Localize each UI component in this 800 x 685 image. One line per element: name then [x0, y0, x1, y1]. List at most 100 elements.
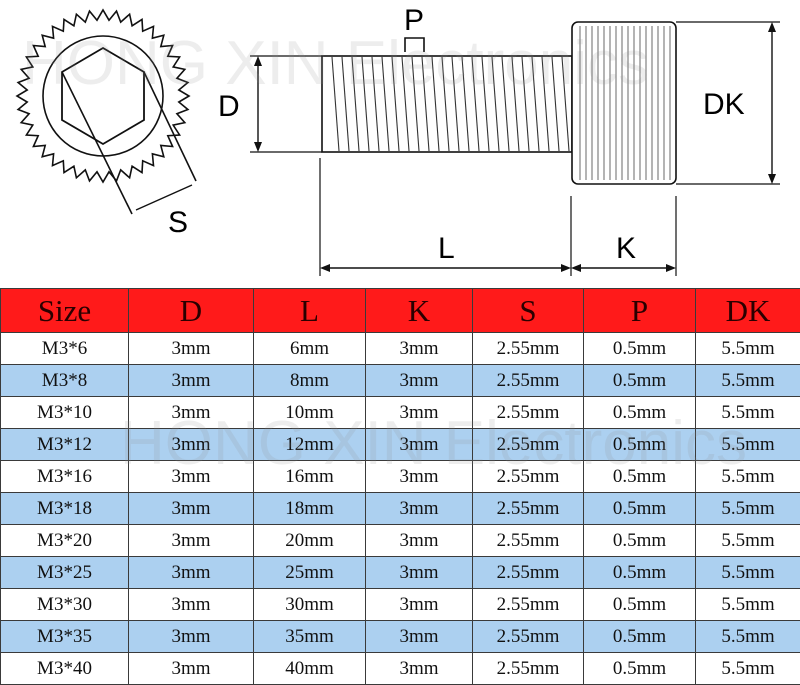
table-cell: M3*18	[1, 493, 129, 525]
table-cell: 0.5mm	[584, 429, 696, 461]
table-cell: M3*10	[1, 397, 129, 429]
table-cell: 3mm	[366, 493, 473, 525]
table-cell: M3*6	[1, 333, 129, 365]
table-cell: 5.5mm	[696, 333, 800, 365]
table-cell: 3mm	[129, 493, 254, 525]
table-cell: 3mm	[129, 429, 254, 461]
table-cell: M3*30	[1, 589, 129, 621]
table-cell: 3mm	[129, 397, 254, 429]
table-cell: 5.5mm	[696, 429, 800, 461]
table-cell: 3mm	[366, 397, 473, 429]
table-cell: M3*20	[1, 525, 129, 557]
table-cell: 3mm	[366, 461, 473, 493]
table-cell: 0.5mm	[584, 461, 696, 493]
table-cell: 3mm	[366, 333, 473, 365]
table-cell: 3mm	[366, 589, 473, 621]
table-cell: 0.5mm	[584, 557, 696, 589]
socket-label: S	[168, 206, 188, 239]
table-cell: 12mm	[254, 429, 366, 461]
table-cell: 5.5mm	[696, 557, 800, 589]
table-cell: 0.5mm	[584, 333, 696, 365]
table-cell: 3mm	[129, 365, 254, 397]
table-cell: 25mm	[254, 557, 366, 589]
table-cell: 30mm	[254, 589, 366, 621]
threaded-shank	[322, 56, 572, 152]
table-cell: 5.5mm	[696, 525, 800, 557]
head-height-label: K	[616, 232, 636, 265]
table-cell: 3mm	[366, 365, 473, 397]
pitch-dimension: P	[404, 4, 424, 52]
table-cell: 5.5mm	[696, 461, 800, 493]
column-header-dk: DK	[696, 289, 800, 333]
table-cell: 5.5mm	[696, 365, 800, 397]
table-cell: 3mm	[129, 653, 254, 685]
table-cell: 2.55mm	[473, 653, 584, 685]
table-cell: 5.5mm	[696, 493, 800, 525]
table-cell: 0.5mm	[584, 589, 696, 621]
column-header-s: S	[473, 289, 584, 333]
table-cell: 3mm	[366, 429, 473, 461]
table-cell: 6mm	[254, 333, 366, 365]
table-cell: 3mm	[366, 525, 473, 557]
table-cell: 2.55mm	[473, 557, 584, 589]
table-cell: 0.5mm	[584, 525, 696, 557]
table-cell: 8mm	[254, 365, 366, 397]
head-diameter-label: DK	[703, 88, 745, 121]
table-cell: 2.55mm	[473, 621, 584, 653]
table-cell: 2.55mm	[473, 397, 584, 429]
table-cell: 2.55mm	[473, 365, 584, 397]
column-header-size: Size	[1, 289, 129, 333]
screw-dimension-diagram: S P D DK L	[0, 0, 800, 288]
head-end-view: S	[17, 10, 196, 239]
table-cell: M3*16	[1, 461, 129, 493]
length-label: L	[438, 232, 455, 265]
table-cell: 2.55mm	[473, 461, 584, 493]
table-cell: M3*8	[1, 365, 129, 397]
table-cell: 20mm	[254, 525, 366, 557]
table-cell: 3mm	[129, 589, 254, 621]
table-cell: M3*12	[1, 429, 129, 461]
column-header-d: D	[129, 289, 254, 333]
table-cell: 0.5mm	[584, 653, 696, 685]
screw-side-view	[322, 22, 676, 184]
table-cell: 2.55mm	[473, 429, 584, 461]
table-cell: 18mm	[254, 493, 366, 525]
table-cell: 40mm	[254, 653, 366, 685]
table-cell: 5.5mm	[696, 653, 800, 685]
table-cell: 10mm	[254, 397, 366, 429]
table-cell: 35mm	[254, 621, 366, 653]
column-header-l: L	[254, 289, 366, 333]
table-cell: 0.5mm	[584, 493, 696, 525]
table-cell: M3*25	[1, 557, 129, 589]
head-diameter-dimension: DK	[676, 22, 780, 184]
diameter-label: D	[218, 90, 240, 123]
table-cell: 2.55mm	[473, 333, 584, 365]
diameter-dimension: D	[218, 56, 322, 152]
table-cell: M3*40	[1, 653, 129, 685]
table-cell: 2.55mm	[473, 589, 584, 621]
table-cell: 0.5mm	[584, 397, 696, 429]
table-cell: 16mm	[254, 461, 366, 493]
screw-head	[572, 22, 676, 184]
table-cell: M3*35	[1, 621, 129, 653]
table-cell: 0.5mm	[584, 365, 696, 397]
table-cell: 3mm	[129, 333, 254, 365]
column-header-k: K	[366, 289, 473, 333]
column-header-p: P	[584, 289, 696, 333]
table-cell: 3mm	[129, 461, 254, 493]
table-cell: 5.5mm	[696, 589, 800, 621]
